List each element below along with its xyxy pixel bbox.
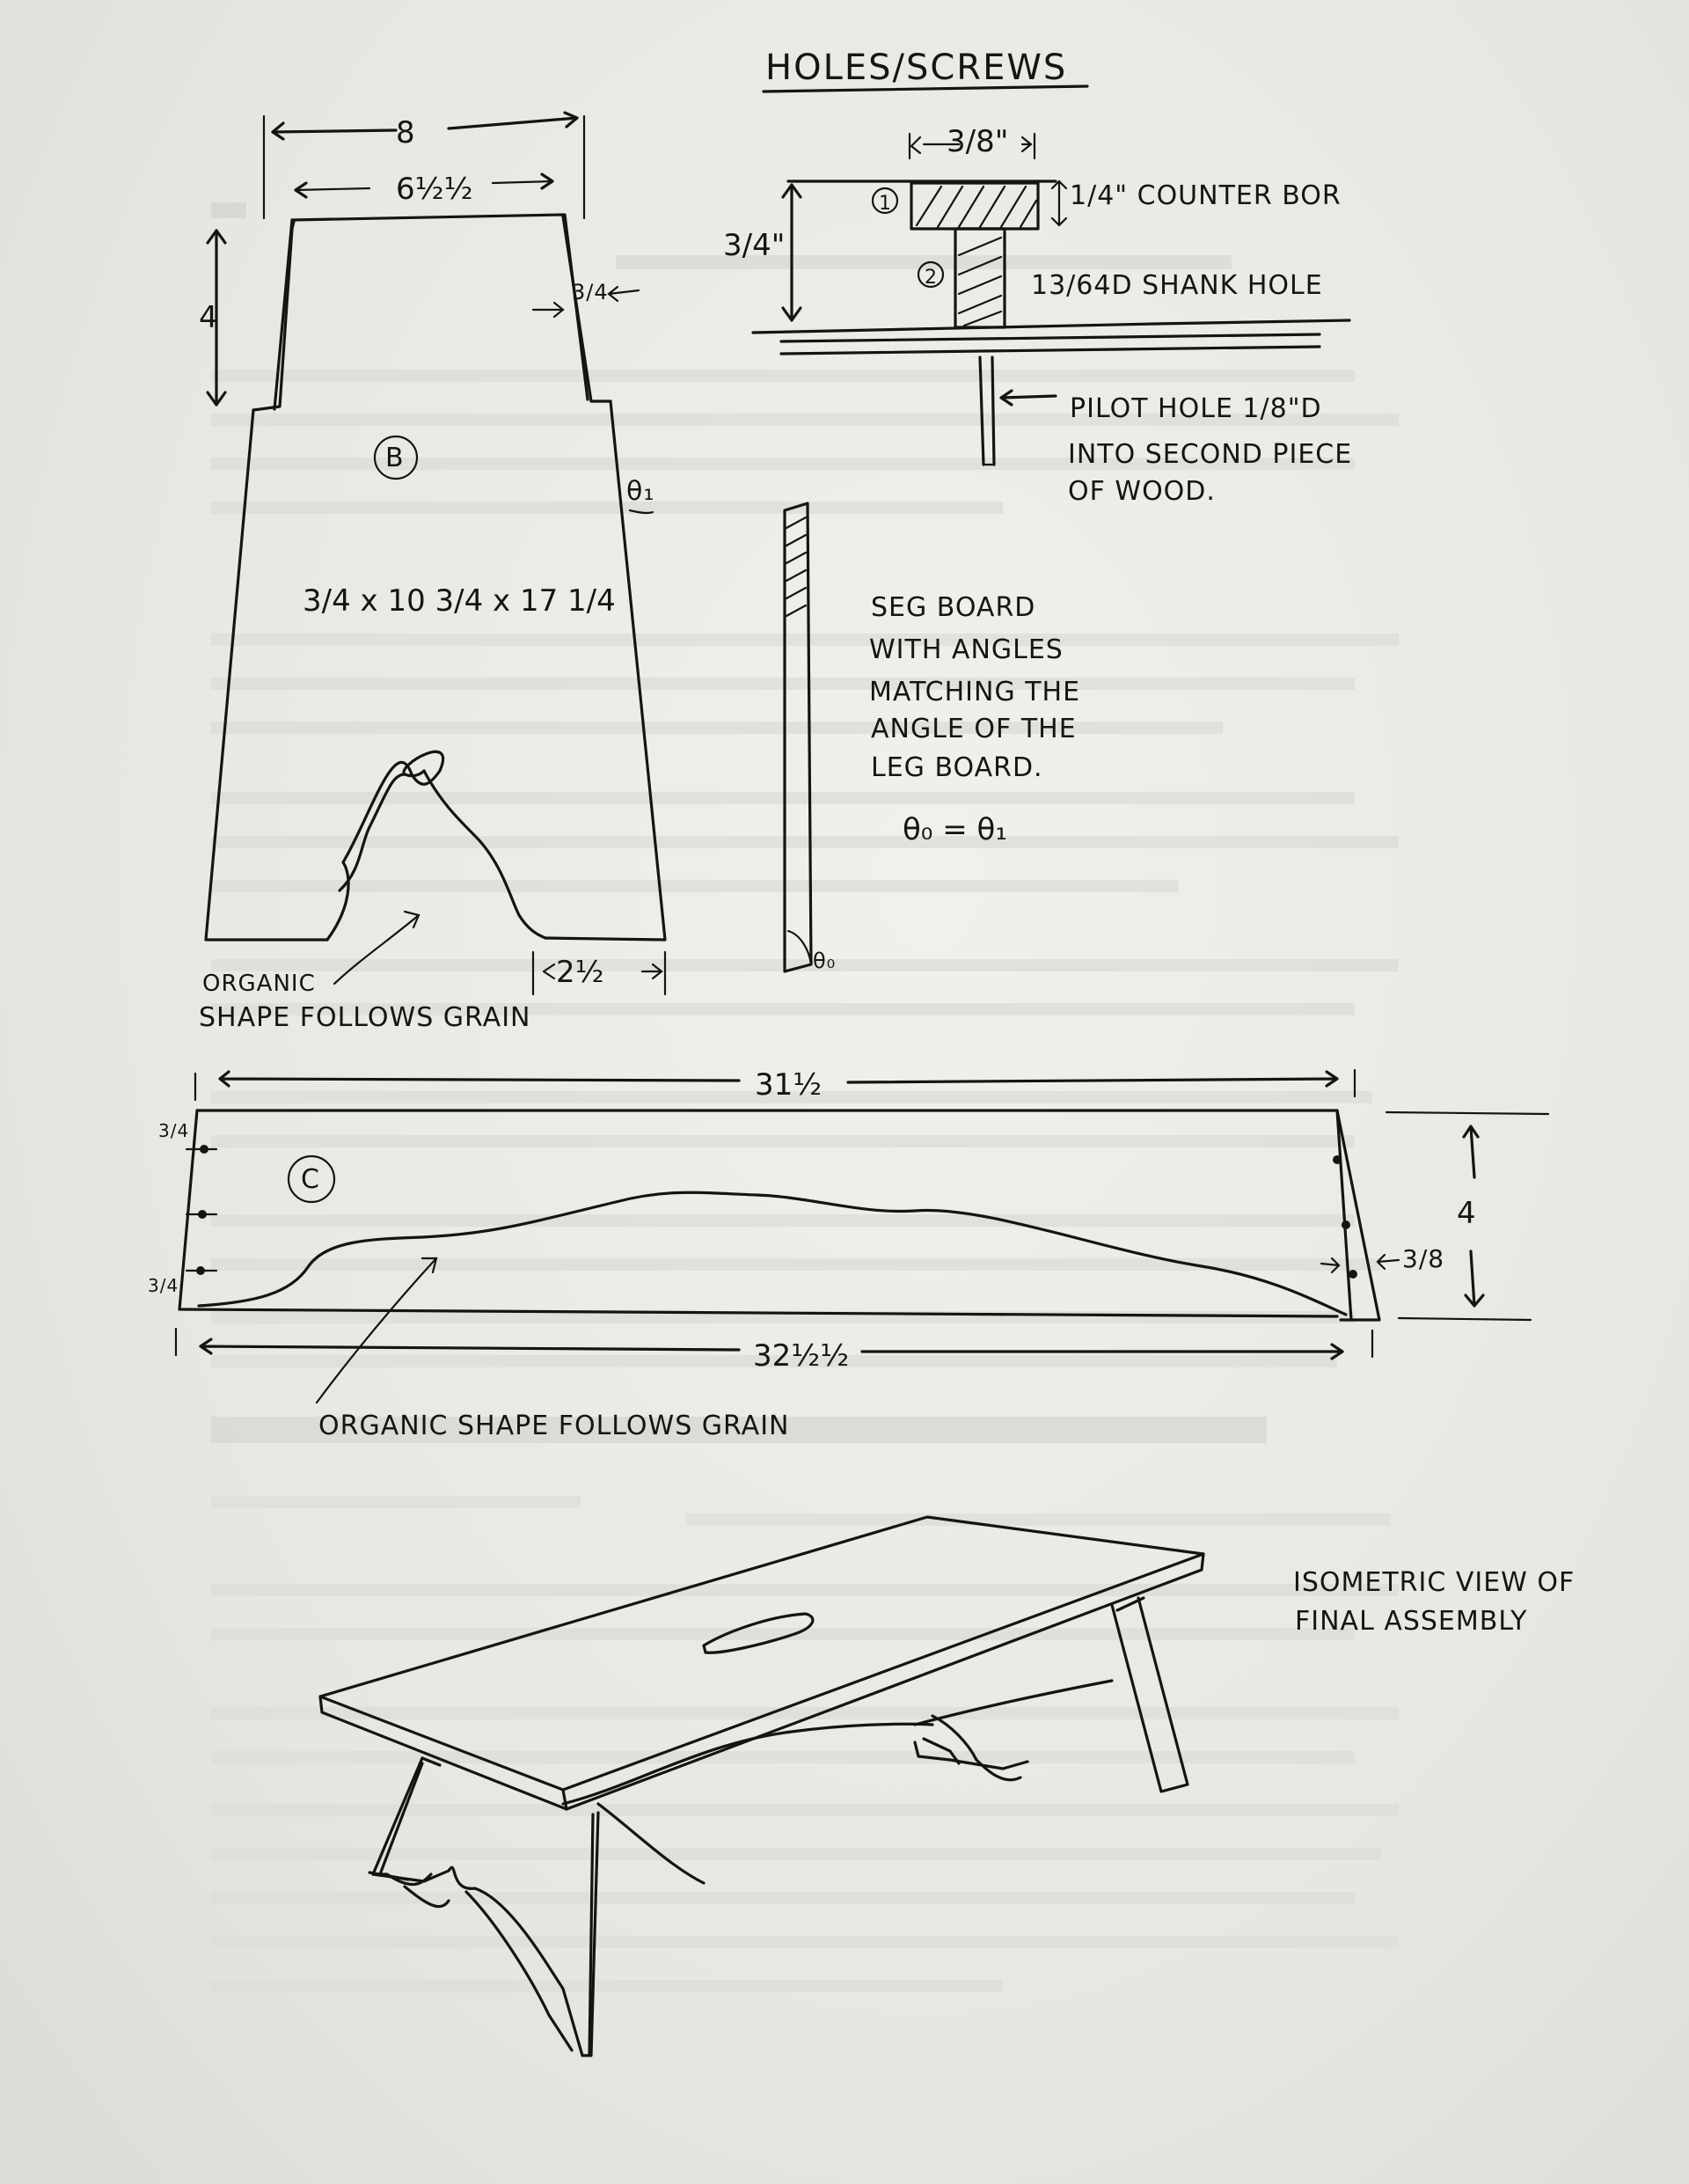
piece-c-circle-label: C (301, 1164, 320, 1195)
hole-pilot-line3: OF WOOD. (1068, 476, 1216, 507)
hole-shank-label: 13/64D SHANK HOLE (1031, 270, 1323, 301)
hole-detail-drawing (751, 132, 1351, 466)
seg-note-line4: ANGLE OF THE (871, 714, 1077, 744)
piece-b-circle-label: B (385, 443, 405, 473)
iso-label-line1: ISOMETRIC VIEW OF (1293, 1567, 1575, 1598)
hole-thickness: 3/4" (723, 228, 785, 263)
header-title: HOLES/SCREWS (765, 48, 1067, 88)
hole-marker-2: 2 (925, 267, 938, 289)
piece-c-drawing (174, 1068, 1550, 1404)
background-ghost-text (211, 202, 1399, 1992)
piece-b-slot-depth: 4 (199, 300, 218, 335)
piece-b-dimensions: 3/4 x 10 3/4 x 17 1/4 (303, 583, 616, 619)
piece-c-bottom-length: 32½½ (753, 1338, 849, 1374)
piece-c-height: 4 (1457, 1196, 1476, 1231)
hole-counterbore-label: 1/4" COUNTER BOR (1070, 180, 1342, 211)
piece-b-note-line2: SHAPE FOLLOWS GRAIN (199, 1002, 530, 1033)
seg-angle-equation: θ₀ = θ₁ (903, 812, 1007, 847)
hole-marker-1: 1 (879, 193, 892, 215)
piece-c-note: ORGANIC SHAPE FOLLOWS GRAIN (318, 1411, 789, 1441)
piece-c-top-length: 31½ (755, 1067, 822, 1103)
piece-b-slot-width: 3/4 (572, 280, 609, 304)
seg-note-line1: SEG BOARD (871, 592, 1035, 623)
seg-board-drawing (783, 502, 813, 973)
seg-angle-label: θ₀ (813, 949, 836, 973)
header-underline (762, 84, 1089, 93)
piece-b-drawing (204, 111, 667, 996)
hole-pilot-line2: INTO SECOND PIECE (1068, 439, 1352, 470)
piece-b-angle: θ₁ (626, 476, 654, 507)
seg-note-line2: WITH ANGLES (869, 634, 1064, 665)
piece-c-left-bottom: 3/4 (148, 1275, 179, 1296)
piece-b-top-width: 8 (396, 115, 415, 150)
isometric-bench-drawing (318, 1515, 1205, 2057)
hole-top-dim: 3/8" (947, 124, 1008, 159)
piece-c-left-top: 3/4 (158, 1120, 189, 1141)
seg-note-line3: MATCHING THE (869, 677, 1080, 707)
piece-b-foot-width: 2½ (556, 955, 604, 990)
piece-b-inner-width: 6½½ (396, 172, 473, 207)
piece-c-right-offset: 3/8 (1402, 1244, 1444, 1273)
hole-pilot-line1: PILOT HOLE 1/8"D (1070, 393, 1322, 424)
seg-note-line5: LEG BOARD. (871, 752, 1043, 783)
iso-label-line2: FINAL ASSEMBLY (1295, 1606, 1527, 1637)
piece-b-note-line1: ORGANIC (202, 971, 316, 997)
